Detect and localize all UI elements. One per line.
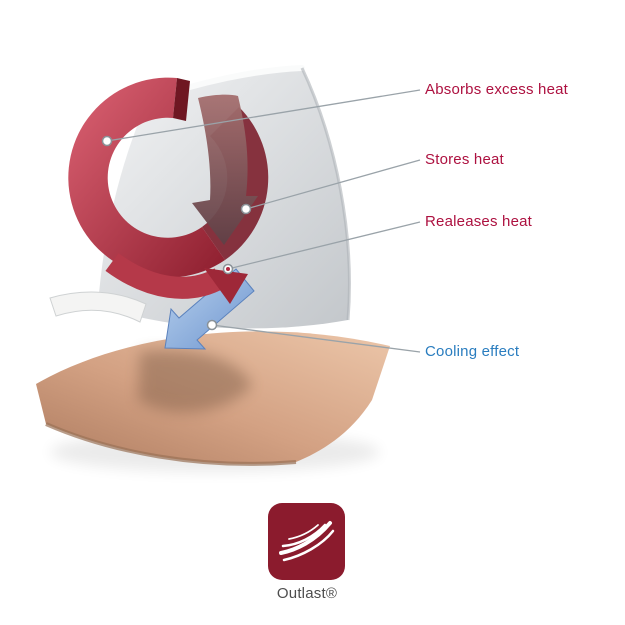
leader-line-releases (227, 221, 421, 270)
brand-logo-tile (268, 503, 345, 580)
marker-releases-dot (226, 267, 230, 271)
leader-line-stores (245, 159, 421, 210)
callout-releases-heat: Realeases heat (425, 213, 533, 230)
leader-lines (106, 89, 421, 353)
marker-cooling (206, 319, 218, 331)
leader-markers (101, 135, 252, 331)
callout-absorbs-heat: Absorbs excess heat (425, 81, 569, 98)
marker-stores (240, 203, 252, 215)
callout-cooling-effect: Cooling effect (425, 343, 520, 360)
leader-line-absorbs (106, 89, 421, 142)
callout-stores-heat: Stores heat (425, 151, 504, 168)
heat-ring-arrow (68, 77, 226, 278)
skin-sheet (36, 331, 390, 466)
brand-logo-text: Outlast® (276, 585, 338, 602)
releases-heat-arrow (105, 253, 248, 304)
white-fabric-strip (49, 291, 147, 323)
brand-logo: Outlast® (268, 503, 346, 602)
marker-absorbs (101, 135, 113, 147)
swoosh-icon (279, 521, 335, 562)
leader-line-cooling (211, 324, 421, 353)
